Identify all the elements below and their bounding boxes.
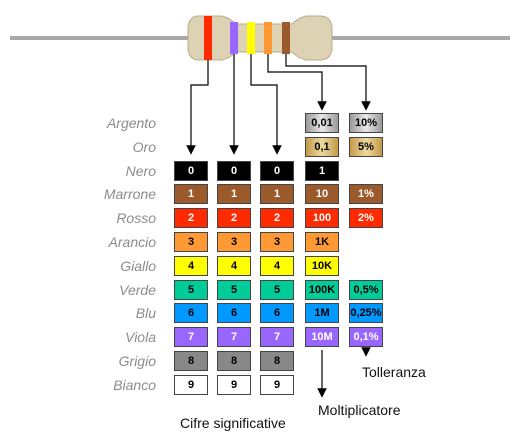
- color-label-argento: Argento: [106, 115, 156, 131]
- connector-band-1: [186, 60, 209, 155]
- resistor-band-3: [247, 22, 255, 54]
- digit2-cell-viola: 7: [217, 327, 251, 347]
- multiplier-cell-marrone: 10: [305, 184, 339, 204]
- multiplier-cell-blu: 1M: [305, 303, 339, 323]
- digit3-cell-nero: 0: [260, 161, 294, 181]
- resistor-body: [187, 15, 333, 61]
- digit3-cell-marrone: 1: [260, 184, 294, 204]
- multiplier-caption: Moltiplicatore: [318, 402, 401, 418]
- resistor-band-5: [282, 22, 290, 54]
- digit1-cell-rosso: 2: [174, 208, 208, 228]
- color-label-oro: Oro: [132, 139, 156, 155]
- multiplier-cell-verde: 100K: [305, 280, 339, 300]
- digit2-cell-rosso: 2: [217, 208, 251, 228]
- digit1-cell-marrone: 1: [174, 184, 208, 204]
- digit2-cell-bianco: 9: [217, 375, 251, 395]
- color-label-viola: Viola: [125, 329, 156, 345]
- digit3-cell-verde: 5: [260, 280, 294, 300]
- resistor-band-1: [204, 16, 212, 60]
- connector-band-4: [267, 54, 327, 111]
- color-label-nero: Nero: [125, 163, 156, 179]
- digit2-cell-arancio: 3: [217, 232, 251, 252]
- multiplier-cell-oro: 0,1: [305, 137, 339, 157]
- color-label-giallo: Giallo: [120, 258, 156, 274]
- digit1-cell-giallo: 4: [174, 256, 208, 276]
- resistor-body-shape: [187, 15, 333, 61]
- digit3-cell-blu: 6: [260, 303, 294, 323]
- digit1-cell-nero: 0: [174, 161, 208, 181]
- digit1-cell-arancio: 3: [174, 232, 208, 252]
- tolerance-caption: Tolleranza: [362, 364, 426, 380]
- digit1-cell-bianco: 9: [174, 375, 208, 395]
- multiplier-cell-viola: 10M: [305, 327, 339, 347]
- connector-band-3: [250, 54, 282, 155]
- resistor-leads: [10, 36, 510, 40]
- digit2-cell-nero: 0: [217, 161, 251, 181]
- right-lead: [325, 36, 510, 40]
- tolerance-cell-rosso: 2%: [349, 208, 383, 228]
- tolerance-cell-marrone: 1%: [349, 184, 383, 204]
- multiplier-cell-arancio: 1K: [305, 232, 339, 252]
- connector-lines: [186, 54, 371, 398]
- connector-band-5: [285, 54, 371, 111]
- digit2-cell-marrone: 1: [217, 184, 251, 204]
- digit2-cell-giallo: 4: [217, 256, 251, 276]
- color-label-verde: Verde: [119, 282, 156, 298]
- multiplier-cell-argento: 0,01: [305, 113, 339, 133]
- color-label-marrone: Marrone: [103, 186, 156, 202]
- digit1-cell-blu: 6: [174, 303, 208, 323]
- color-label-blu: Blu: [135, 305, 156, 321]
- multiplier-cell-nero: 1: [305, 161, 339, 181]
- significant-digits-caption: Cifre significative: [180, 415, 286, 431]
- digit2-cell-verde: 5: [217, 280, 251, 300]
- digit3-cell-viola: 7: [260, 327, 294, 347]
- color-label-rosso: Rosso: [116, 210, 156, 226]
- digit3-cell-arancio: 3: [260, 232, 294, 252]
- digit1-cell-grigio: 8: [174, 351, 208, 371]
- multiplier-cell-giallo: 10K: [305, 256, 339, 276]
- digit3-cell-grigio: 8: [260, 351, 294, 371]
- color-label-grigio: Grigio: [118, 353, 156, 369]
- resistor-band-2: [230, 22, 238, 54]
- digit1-cell-viola: 7: [174, 327, 208, 347]
- digit2-cell-grigio: 8: [217, 351, 251, 371]
- digit3-cell-bianco: 9: [260, 375, 294, 395]
- tolerance-cell-oro: 5%: [349, 137, 383, 157]
- color-label-bianco: Bianco: [113, 377, 156, 393]
- tolerance-cell-verde: 0,5%: [349, 280, 383, 300]
- tolerance-cell-viola: 0,1%: [349, 327, 383, 347]
- resistor-band-4: [264, 22, 272, 54]
- digit3-cell-rosso: 2: [260, 208, 294, 228]
- digit3-cell-giallo: 4: [260, 256, 294, 276]
- left-lead: [10, 36, 190, 40]
- multiplier-cell-rosso: 100: [305, 208, 339, 228]
- digit1-cell-verde: 5: [174, 280, 208, 300]
- digit2-cell-blu: 6: [217, 303, 251, 323]
- tolerance-cell-blu: 0,25%: [349, 303, 383, 323]
- tolerance-cell-argento: 10%: [349, 113, 383, 133]
- color-label-arancio: Arancio: [108, 234, 156, 250]
